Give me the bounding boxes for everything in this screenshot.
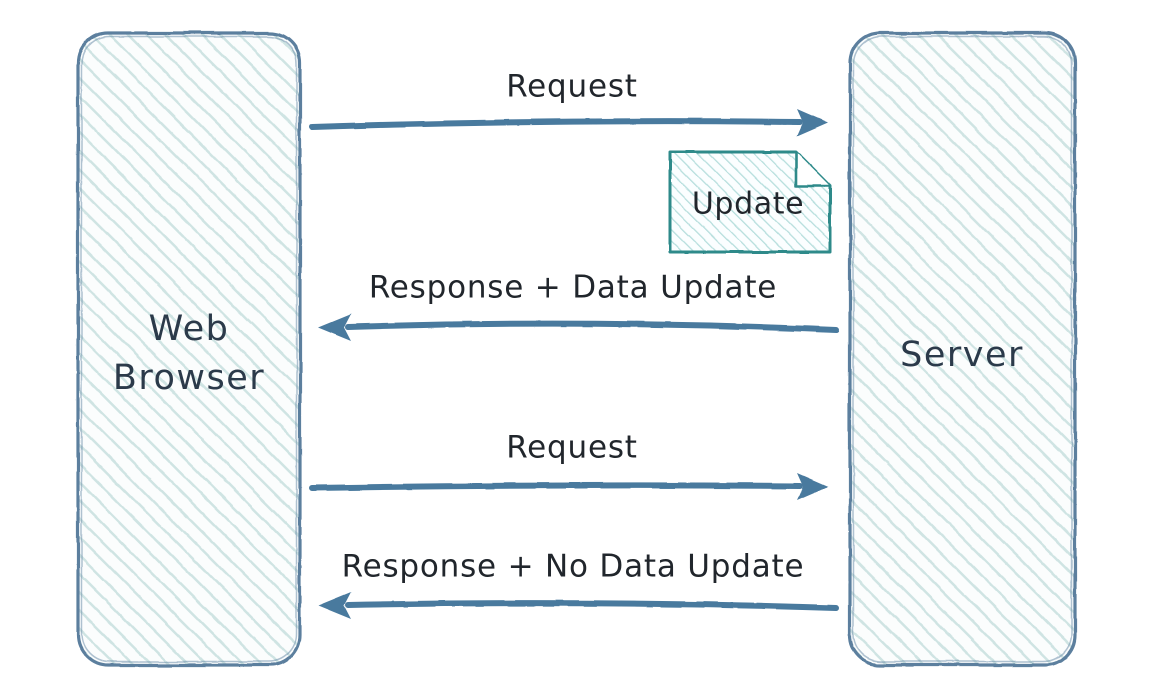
request-2-arrow-icon xyxy=(309,473,828,500)
update-note-fold-corner-icon xyxy=(794,152,830,188)
web-browser-label-line1: Web xyxy=(149,309,230,349)
update-note-outline xyxy=(668,150,832,254)
message-response-no-data-update[interactable]: Response + No Data Update xyxy=(318,549,839,620)
response-no-data-update-label: Response + No Data Update xyxy=(342,549,805,585)
response-data-update-label: Response + Data Update xyxy=(369,270,777,306)
lifeline-web-browser[interactable]: Web Browser xyxy=(76,31,302,667)
note-update[interactable]: Update xyxy=(668,150,832,254)
response-no-data-update-arrow-icon xyxy=(318,592,839,619)
message-request-2[interactable]: Request xyxy=(309,430,828,501)
web-browser-box-shape xyxy=(76,31,302,667)
message-response-data-update[interactable]: Response + Data Update xyxy=(318,270,839,342)
web-browser-box-fill xyxy=(78,33,300,665)
response-data-update-arrow-icon xyxy=(318,314,839,341)
server-box-outline xyxy=(848,31,1077,667)
request-1-label: Request xyxy=(506,69,638,105)
server-box-fill xyxy=(850,33,1075,665)
web-browser-box-outline xyxy=(76,31,302,667)
update-note-label: Update xyxy=(692,187,804,222)
request-2-label: Request xyxy=(506,430,638,466)
server-box-outline-sketch xyxy=(852,35,1073,663)
server-label-line1: Server xyxy=(900,335,1024,375)
update-note-fill xyxy=(670,152,830,252)
request-1-arrow-icon xyxy=(309,109,828,136)
update-note-shape xyxy=(668,150,832,254)
message-request-1[interactable]: Request xyxy=(309,69,828,137)
lifeline-server[interactable]: Server xyxy=(848,31,1077,667)
server-box-shape xyxy=(848,31,1077,667)
web-browser-label-line2: Browser xyxy=(113,358,265,398)
web-browser-box-outline-sketch xyxy=(80,35,298,663)
